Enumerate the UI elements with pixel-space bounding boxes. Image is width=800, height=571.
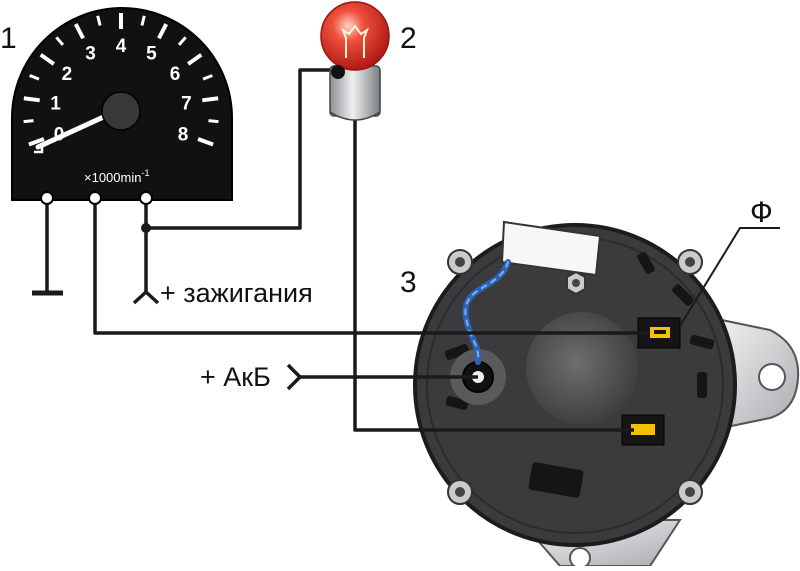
tacho-major-tick [73, 23, 85, 40]
tacho-minor-tick [55, 36, 65, 46]
tacho-pins [40, 191, 153, 205]
callout-generator: 3 [400, 266, 417, 299]
wires [32, 68, 648, 432]
tacho-ticks [23, 13, 219, 147]
tacho-major-tick [39, 53, 55, 66]
wire-tacho-lamp [146, 68, 336, 230]
tacho-units: ×1000min-1 [84, 168, 149, 185]
tacho-scale-label: 5 [146, 43, 157, 64]
bracket-hole-bottom [569, 547, 591, 569]
callout-tachometer: 1 [0, 22, 17, 55]
generator-hub [526, 312, 638, 424]
battery-label: + АкБ [200, 362, 271, 392]
generator [413, 220, 800, 569]
generator-bolts [447, 249, 703, 505]
tacho-scale-label: 6 [170, 64, 181, 85]
battery-chevron [286, 363, 302, 391]
tacho-minor-tick [177, 36, 187, 46]
junction-dot [141, 223, 151, 233]
warning-lamp [320, 1, 390, 121]
tacho-minor-tick [96, 15, 102, 26]
tacho-scale-label: 1 [50, 93, 61, 114]
tacho-minor-tick [202, 74, 213, 81]
tacho-needle [35, 111, 113, 150]
tacho-scale-label: 4 [116, 36, 127, 57]
lamp-filament [340, 24, 370, 58]
tachometer: 012345678 ×1000min-1 [11, 7, 233, 205]
ignition-fork [132, 290, 160, 305]
tacho-minor-tick [140, 15, 146, 26]
tacho-major-tick [187, 53, 203, 66]
tacho-major-tick [202, 96, 219, 103]
tacho-scale-label: 7 [181, 93, 192, 114]
bracket-hole-right [758, 363, 786, 391]
tacho-minor-tick [29, 74, 40, 81]
ignition-label: + зажигания [160, 278, 313, 308]
tacho-scale-label: 3 [85, 43, 96, 64]
tacho-scale-label: 2 [62, 64, 73, 85]
tacho-major-tick [197, 137, 214, 147]
needle-stop [34, 144, 44, 154]
callout-lamp: 2 [400, 22, 417, 55]
tacho-major-tick [157, 23, 169, 40]
tacho-major-tick [28, 137, 45, 147]
tacho-major-tick [23, 96, 40, 103]
terminal-phase-label: Ф [750, 196, 773, 229]
tacho-hub [101, 91, 141, 131]
lamp-bulb [320, 1, 390, 71]
tacho-minor-tick [23, 119, 34, 124]
vent-slots [444, 252, 715, 498]
phase-leader [679, 227, 780, 327]
tacho-minor-tick [208, 119, 219, 124]
wire-lamp-generator [353, 118, 634, 432]
regulator-block [500, 220, 602, 277]
tacho-scale-label: 8 [178, 125, 189, 146]
wire-phase [93, 198, 648, 335]
